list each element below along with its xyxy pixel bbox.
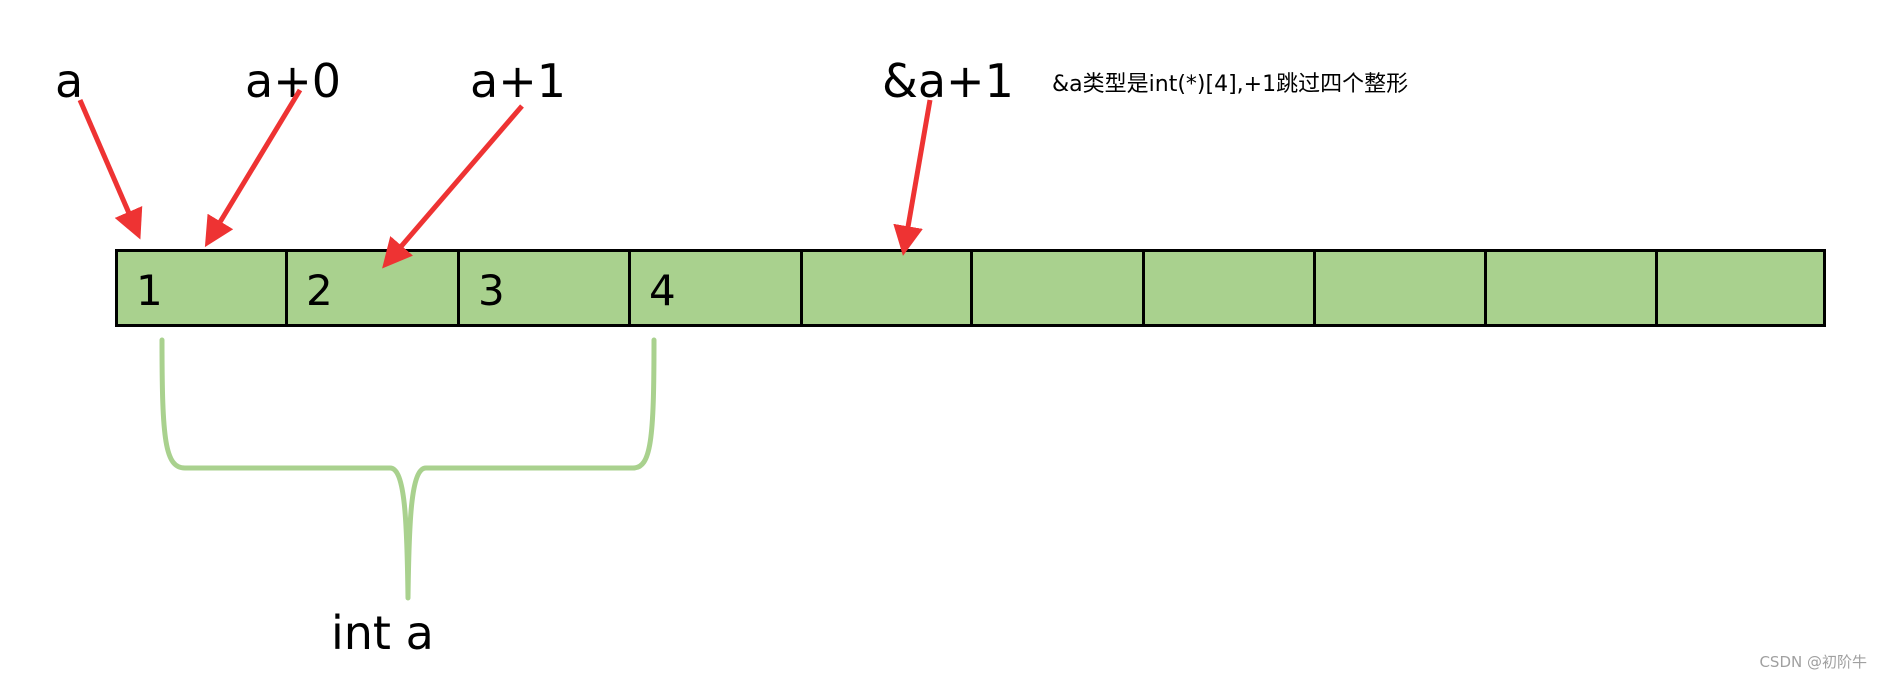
cell-value: 1: [136, 266, 163, 315]
arrow-a-plus-0: [204, 88, 303, 248]
array-cell: 4: [628, 249, 803, 327]
label-a-plus-1: a+1: [470, 54, 566, 108]
cell-value: 3: [478, 266, 505, 315]
brace-int-a: [159, 337, 657, 601]
array-cell: [1655, 249, 1826, 327]
label-addr-a-plus-1: &a+1: [882, 54, 1014, 108]
array-cell: [1142, 249, 1316, 327]
cell-value: 4: [649, 266, 676, 315]
array-cell: 3: [457, 249, 631, 327]
array-cell: [800, 249, 973, 327]
array-cell: [970, 249, 1145, 327]
watermark: CSDN @初阶牛: [1759, 653, 1867, 671]
array-cell: 1: [115, 249, 288, 327]
label-a-plus-0: a+0: [245, 54, 341, 108]
label-a: a: [55, 54, 84, 108]
arrow-a-plus-1: [382, 104, 524, 269]
array-cell: [1313, 249, 1487, 327]
arrow-a: [77, 99, 143, 240]
brace-label: int a: [331, 606, 434, 660]
arrow-addr-a-plus-1: [893, 99, 933, 256]
cell-value: 2: [306, 266, 333, 315]
type-note: &a类型是int(*)[4],+1跳过四个整形: [1052, 72, 1409, 97]
